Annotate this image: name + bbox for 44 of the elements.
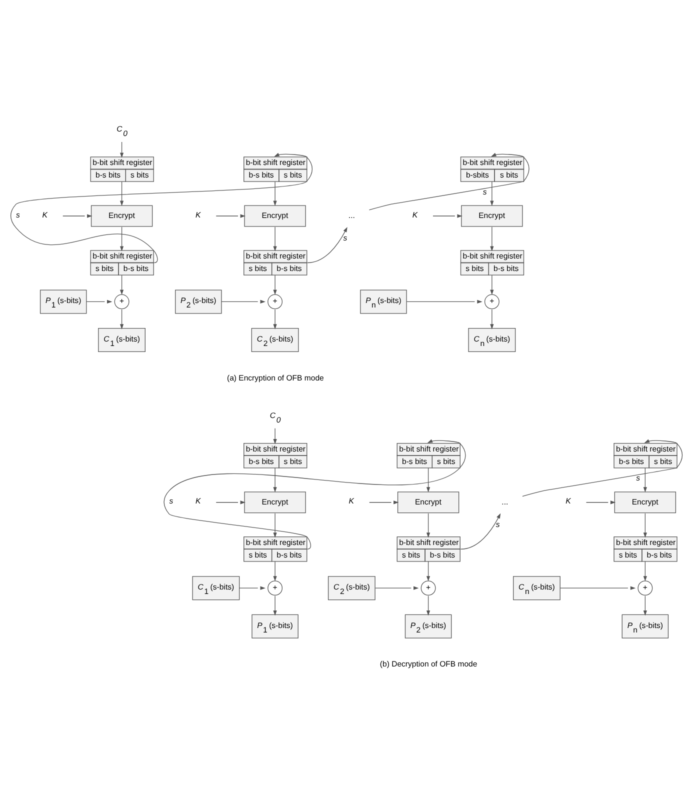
arrow	[432, 214, 462, 218]
arrow	[221, 300, 266, 304]
arrow	[490, 274, 494, 295]
arrow	[643, 596, 647, 616]
arrow	[490, 309, 494, 330]
arrow	[120, 274, 124, 295]
arrow	[426, 513, 430, 538]
arrow	[273, 561, 277, 582]
arrow	[120, 181, 124, 206]
arrow	[643, 561, 647, 582]
arrow	[426, 561, 430, 582]
arrow	[273, 468, 277, 492]
arrow	[273, 226, 277, 252]
arrow	[490, 226, 494, 252]
arrow	[406, 300, 482, 304]
arrow	[10, 152, 313, 264]
arrow	[369, 500, 399, 504]
arrow	[426, 468, 430, 492]
arrow	[273, 513, 277, 538]
arrow	[560, 586, 636, 590]
arrow	[273, 181, 277, 206]
arrow	[460, 513, 501, 550]
arrow	[216, 500, 246, 504]
arrow	[216, 214, 246, 218]
arrow	[273, 428, 277, 444]
arrow	[643, 513, 647, 538]
arrow	[643, 468, 647, 492]
arrow	[522, 439, 683, 497]
arrow	[368, 152, 530, 210]
arrow	[120, 226, 124, 252]
arrow	[120, 309, 124, 330]
arrow	[164, 439, 466, 550]
arrow	[86, 300, 112, 304]
arrow	[426, 596, 430, 616]
arrow	[273, 274, 277, 295]
arrow	[62, 214, 92, 218]
arrow	[490, 181, 494, 206]
arrow	[273, 596, 277, 616]
arrow	[239, 586, 266, 590]
arrow	[120, 142, 124, 158]
arrow	[307, 226, 348, 264]
arrow	[273, 309, 277, 330]
arrow	[586, 500, 616, 504]
arrow	[375, 586, 419, 590]
